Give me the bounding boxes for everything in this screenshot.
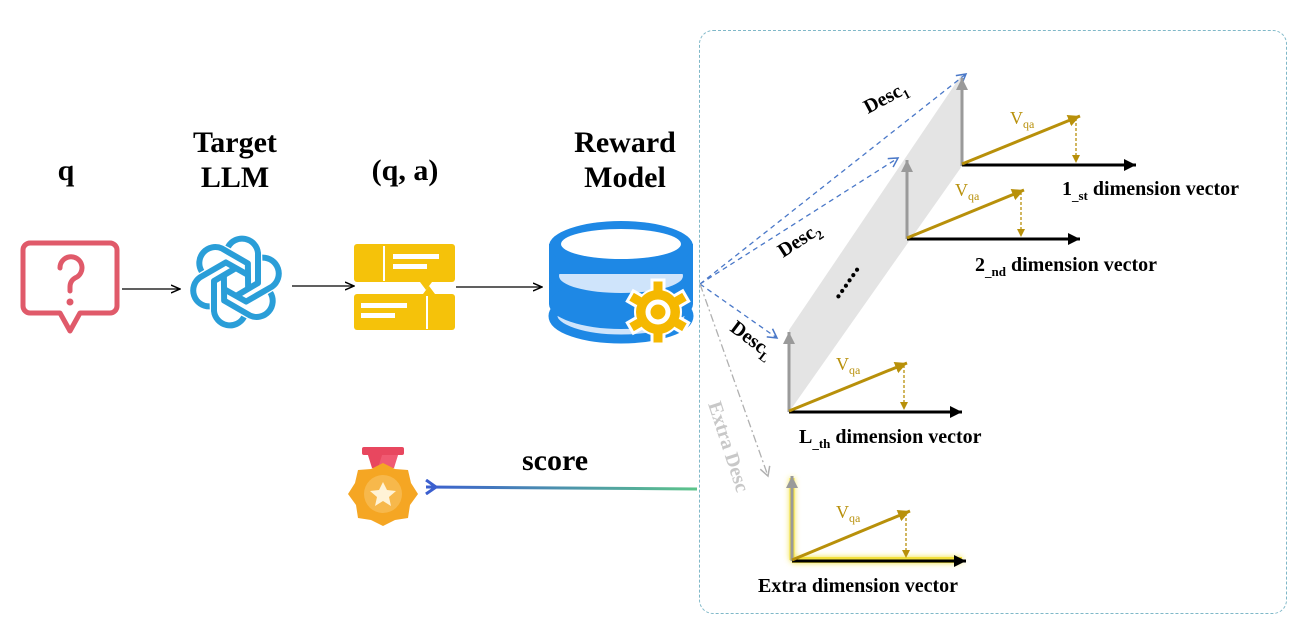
- extra-dim-label: Extra dimension vector: [758, 575, 958, 597]
- descl-label: DescL: [724, 316, 778, 365]
- reward-model-label-line2: Model: [584, 160, 666, 194]
- dim2-vqa-vector: [906, 188, 1025, 240]
- openai-logo-icon: [190, 235, 282, 329]
- target-llm-label: Target LLM: [170, 126, 300, 195]
- extra-desc-arrow: [699, 283, 771, 478]
- desc1-arrow: [699, 73, 968, 285]
- medal-icon: [348, 447, 418, 526]
- gear-icon: [625, 278, 691, 346]
- dim2-label: 2_nd dimension vector: [975, 254, 1158, 279]
- reward-model-label: Reward Model: [555, 126, 695, 195]
- target-llm-label-line1: Target: [193, 126, 277, 159]
- desc1-label: Desc1: [860, 77, 913, 121]
- dim1-vqa-vector: [961, 114, 1081, 166]
- diml-label: L_th dimension vector: [799, 426, 982, 451]
- dim1-label: 1_st dimension vector: [1062, 178, 1239, 203]
- score-arrow: [426, 487, 698, 489]
- dim2-vqa-label: Vqa: [955, 180, 980, 203]
- target-llm-label-line2: LLM: [200, 160, 270, 194]
- qa-cards-icon: [354, 244, 455, 330]
- score-label: score: [521, 444, 589, 477]
- extra-vqa-label: Vqa: [836, 502, 861, 525]
- extra-vqa-vector: [791, 509, 911, 562]
- question-bubble-icon: [20, 240, 120, 334]
- query-label: q: [57, 154, 75, 187]
- descl-arrow: [699, 283, 779, 339]
- dimension-panel: [699, 30, 1287, 614]
- desc2-arrow: [699, 157, 900, 285]
- diml-vqa-vector: [788, 361, 908, 413]
- qa-label: (q, a): [371, 154, 439, 187]
- extra-desc-label: Extra Desc: [703, 399, 753, 495]
- dim1-vqa-label: Vqa: [1010, 108, 1035, 131]
- desc2-label: Desc2: [774, 218, 827, 264]
- diml-vqa-label: Vqa: [836, 354, 861, 377]
- reward-model-label-line1: Reward: [574, 126, 676, 159]
- extra-dim-glow: [789, 478, 962, 563]
- dimension-plane: [789, 74, 962, 412]
